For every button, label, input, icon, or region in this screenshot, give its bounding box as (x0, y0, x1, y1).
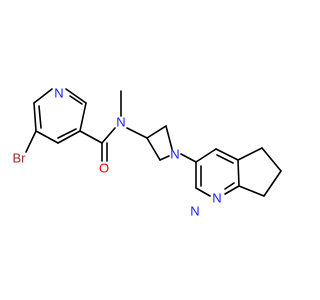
bond (237, 159, 240, 187)
bond (195, 148, 217, 163)
atom-label-amide-nitrogen: N (116, 114, 125, 129)
bond (33, 88, 53, 104)
atom-label-pyridine-n: N (54, 85, 63, 100)
bond (159, 155, 170, 161)
bond (224, 185, 240, 195)
molecule-drawing: N Br O N N N N (13, 85, 282, 218)
bond (35, 130, 59, 144)
atom-label-azetidine-nitrogen: N (170, 146, 179, 161)
bond-double-inner (57, 128, 77, 139)
bond-double-inner (224, 182, 235, 190)
molecule-svg: N Br O N N N N (13, 85, 282, 218)
atom-label-bromine: Br (13, 150, 27, 165)
atom-label-pyridazine-n1: N (212, 190, 221, 205)
bond (79, 102, 87, 132)
bond (261, 147, 282, 172)
bond-double-inner (216, 154, 234, 164)
bond (180, 153, 197, 163)
atom-label-carbonyl-oxygen: O (99, 160, 109, 175)
bond-double-inner (38, 105, 42, 129)
bonds (25, 88, 282, 197)
bond (101, 127, 116, 144)
bond (146, 137, 161, 161)
bond (263, 170, 282, 197)
bond (126, 127, 148, 139)
bond (57, 130, 81, 144)
bond (237, 147, 263, 161)
bond (195, 187, 211, 197)
bond (238, 185, 265, 197)
atom-labels: N Br O N N N N (13, 85, 222, 218)
bond (146, 125, 167, 139)
atom-label-pyridazine-n2: N (190, 203, 199, 218)
bond (25, 130, 37, 153)
bond-double-inner (69, 95, 83, 105)
bond (215, 148, 239, 161)
bond (65, 88, 87, 104)
bond (79, 130, 103, 144)
bond (33, 102, 37, 132)
bond (165, 125, 173, 150)
